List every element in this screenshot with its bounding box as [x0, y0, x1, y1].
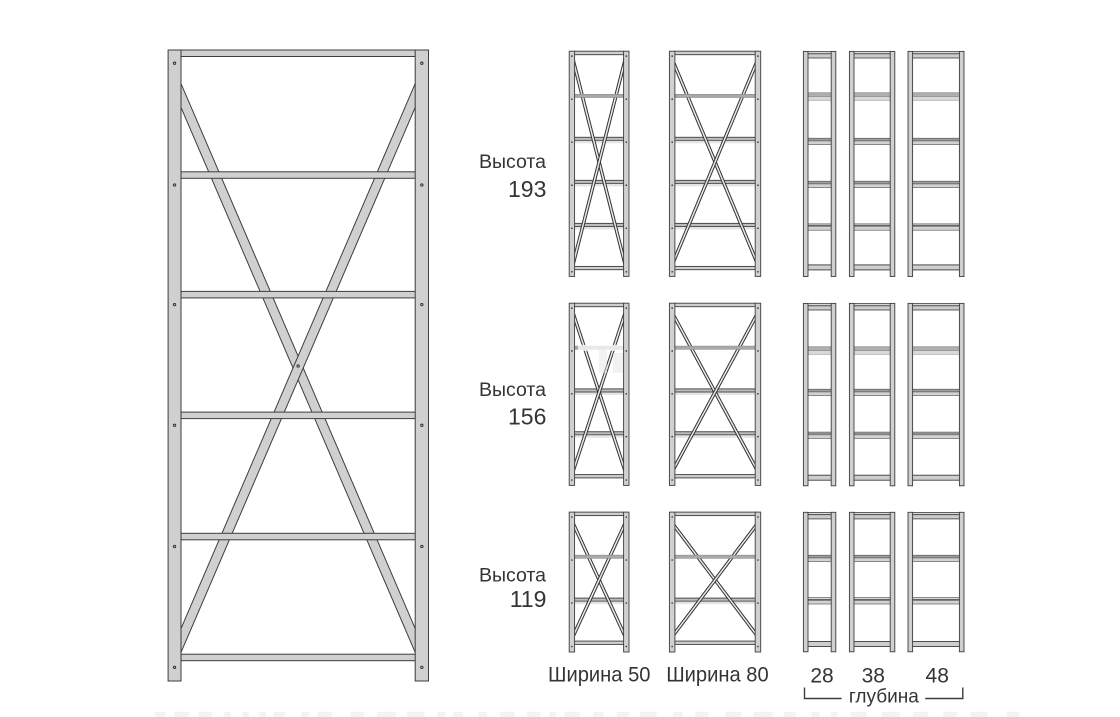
svg-text:Высота: Высота — [479, 380, 546, 401]
svg-text:Ширина 80: Ширина 80 — [666, 664, 769, 687]
svg-text:38: 38 — [862, 664, 885, 687]
svg-text:Высота: Высота — [479, 565, 546, 586]
svg-text:193: 193 — [508, 176, 546, 202]
svg-text:28: 28 — [810, 664, 833, 687]
svg-text:156: 156 — [508, 403, 546, 429]
svg-text:48: 48 — [926, 664, 949, 687]
svg-text:Ширина 50: Ширина 50 — [548, 664, 651, 687]
svg-text:Высота: Высота — [479, 152, 546, 173]
svg-text:119: 119 — [510, 586, 547, 612]
svg-text:глубина: глубина — [849, 687, 919, 708]
